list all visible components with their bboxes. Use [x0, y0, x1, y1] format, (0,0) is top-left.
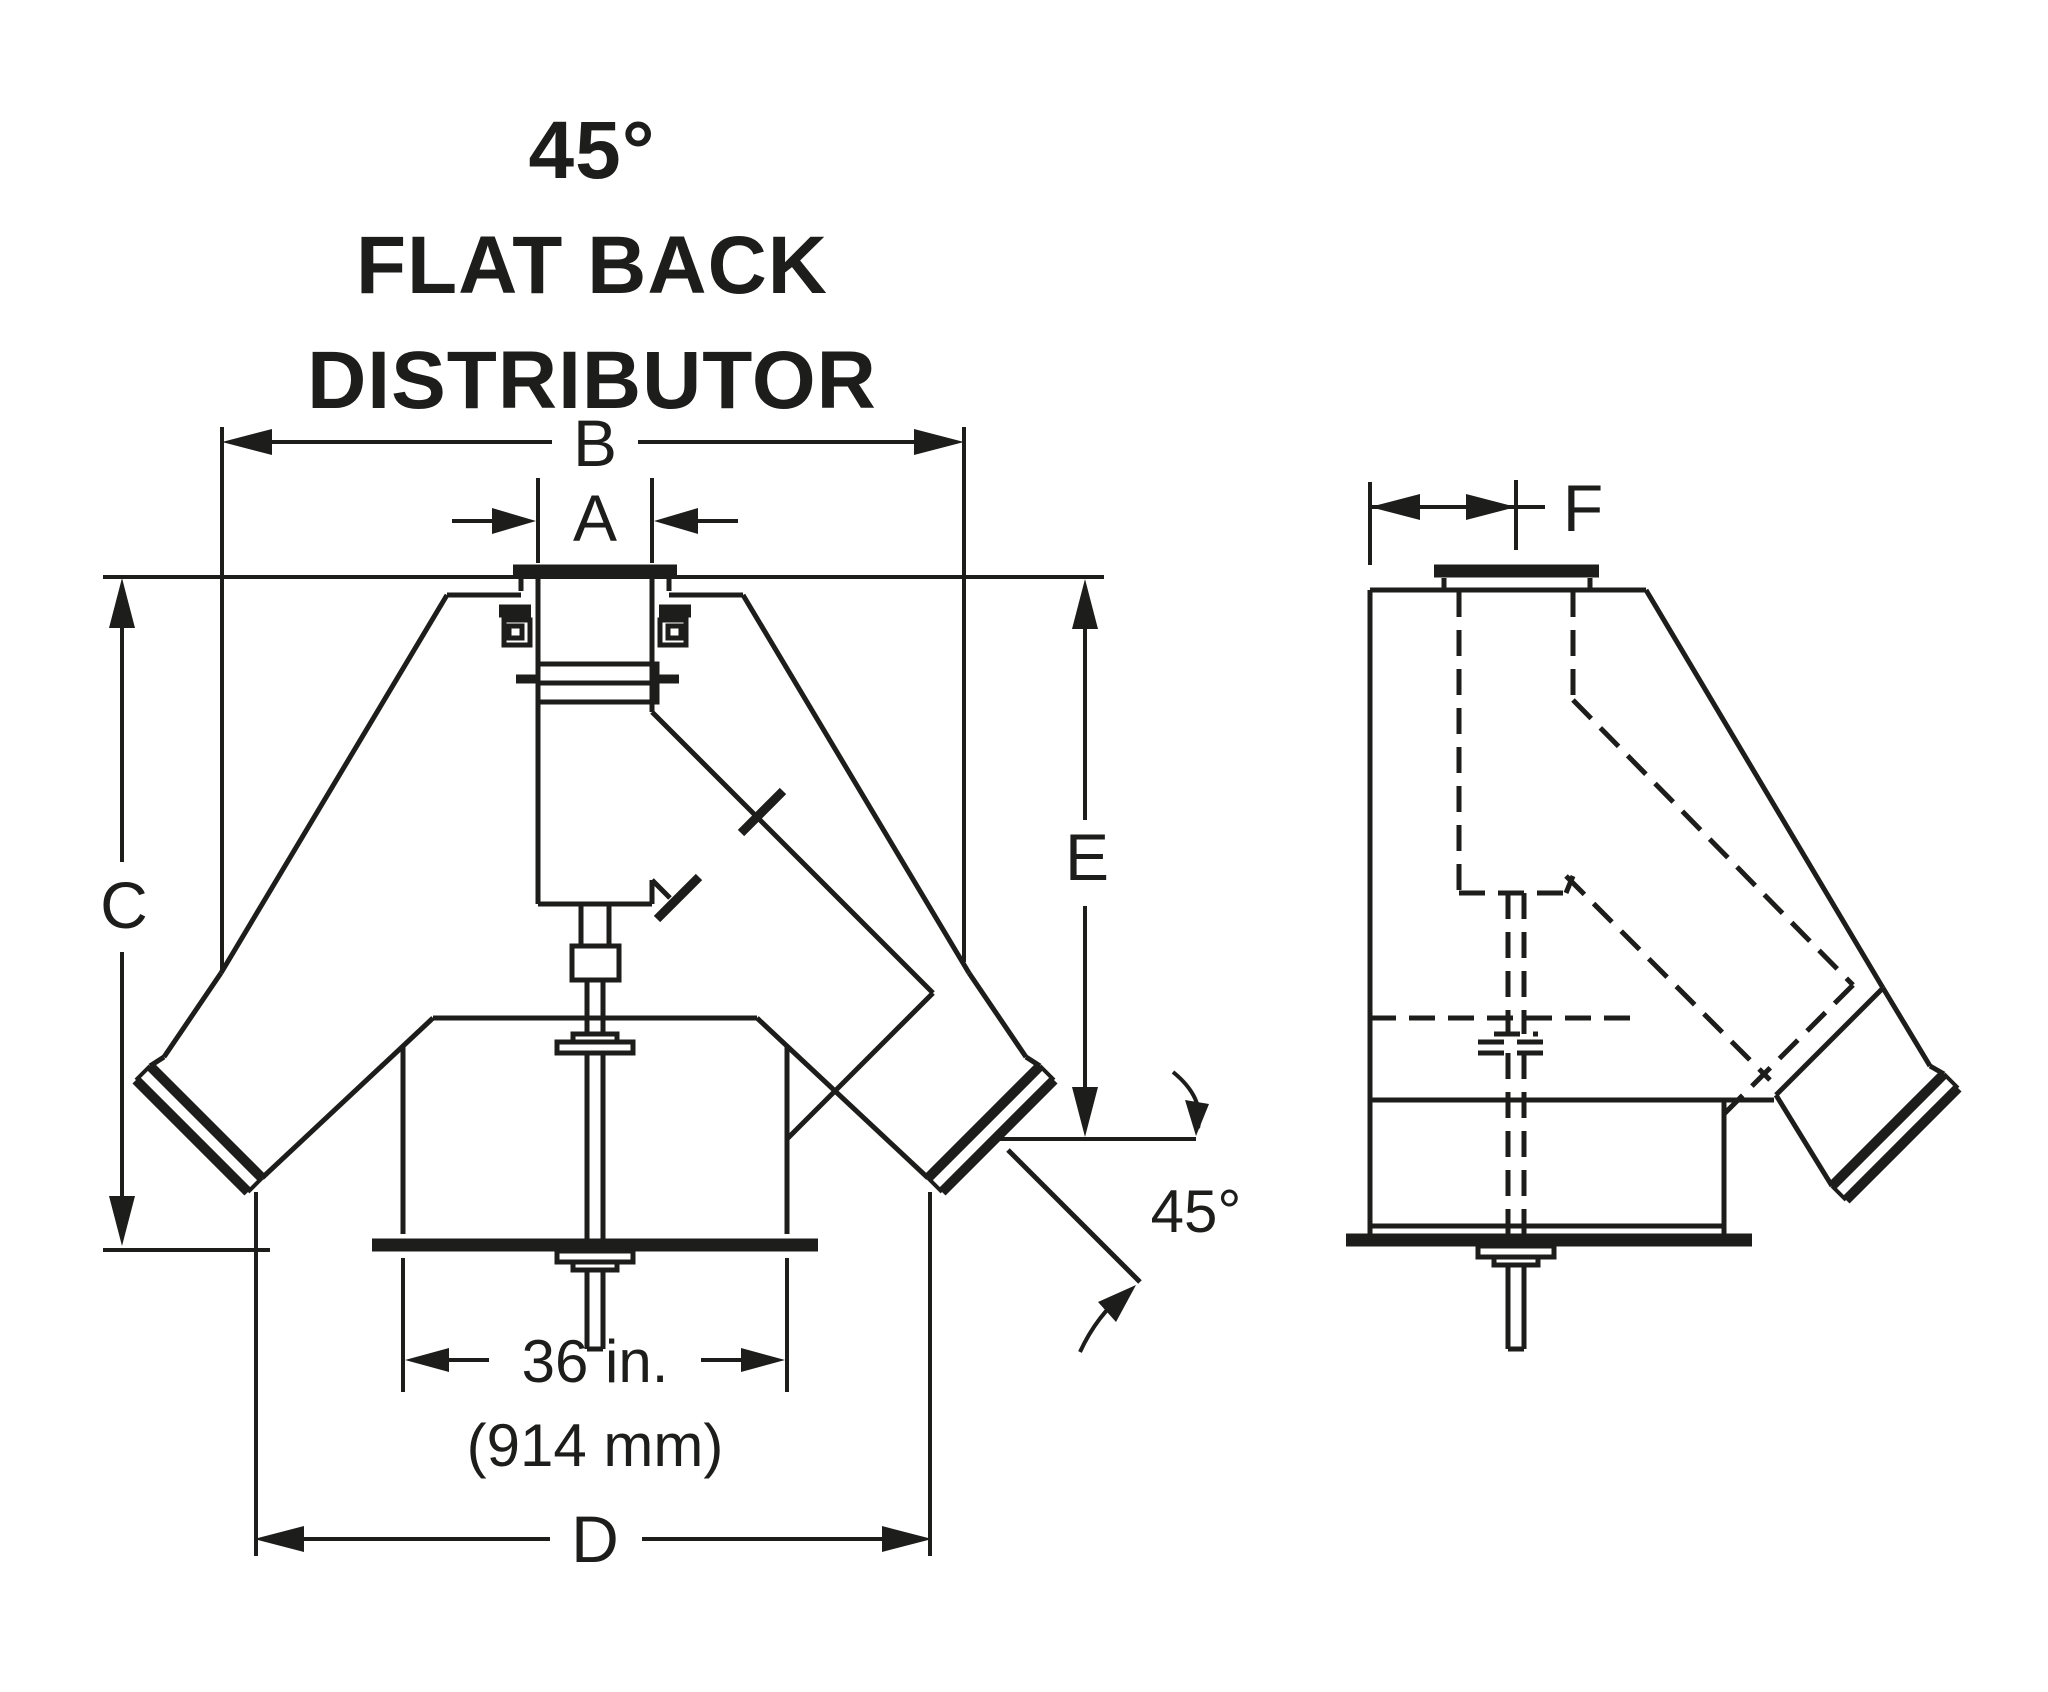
body-wall-left: [218, 593, 450, 975]
dim-label-d: D: [571, 1502, 619, 1576]
coupling-disc: [554, 1039, 636, 1056]
clamp-body: [657, 617, 689, 648]
label-width-in: 36 in.: [522, 1328, 669, 1395]
clamp-hole: [506, 623, 525, 641]
arrowhead-right: [741, 1348, 785, 1372]
dim-label-a: A: [573, 481, 617, 555]
arrowhead-right: [882, 1526, 932, 1552]
body-shell: [218, 592, 972, 1141]
arrowhead-up-right: [1098, 1285, 1136, 1322]
plate-nub: [134, 1064, 152, 1082]
arrowhead-left: [222, 429, 272, 455]
body-slope: [1643, 588, 1886, 990]
outlet-right: [755, 971, 1058, 1196]
chute-edge: [650, 710, 935, 995]
plate-nub: [1942, 1072, 1960, 1090]
dimension-e: E: [992, 579, 1196, 1141]
arrowhead-left: [405, 1348, 449, 1372]
dim-label-e: E: [1065, 820, 1109, 894]
stub-inner-wall: [260, 1016, 435, 1180]
angle-ray: [1006, 1148, 1142, 1284]
dim-label-c: C: [100, 868, 148, 942]
side-hidden-lines: [1370, 591, 1855, 1238]
flange-plate: [938, 1076, 1058, 1196]
flange-plate: [132, 1076, 252, 1196]
body-wall-right: [740, 593, 972, 975]
title-block: 45° FLAT BACK DISTRIBUTOR: [307, 105, 877, 426]
shaft-assembly: [554, 904, 636, 1352]
joint-band: [535, 661, 660, 686]
break-tick: [653, 873, 703, 923]
hidden-chute-upper: [1571, 698, 1855, 987]
arrowhead-down: [109, 1196, 135, 1246]
stub-outer-wall: [161, 971, 224, 1059]
clamp-body: [501, 617, 533, 648]
bearing-block: [569, 943, 622, 983]
dim-label-b: B: [573, 406, 617, 480]
arrowhead-right: [1466, 494, 1516, 520]
arrowhead-up: [1072, 579, 1098, 629]
front-view: B A C E: [100, 406, 1241, 1576]
mouth-face: [1774, 986, 1885, 1097]
dimension-f: F: [1368, 471, 1603, 565]
title-line3: DISTRIBUTOR: [307, 335, 877, 426]
angle-label: 45°: [1151, 1178, 1242, 1245]
plate-nub: [246, 1176, 264, 1194]
coupling-step: [570, 1259, 620, 1273]
coupling-step: [1491, 1254, 1541, 1268]
dimension-d: D: [254, 1192, 932, 1576]
dimension-b: B: [220, 406, 966, 970]
stub-outer-wall: [1880, 986, 1933, 1068]
side-outlet: [1773, 986, 1962, 1204]
plate-nub: [926, 1176, 944, 1194]
lower-box: [372, 1015, 818, 1252]
dimension-c: C: [100, 578, 270, 1252]
title-line2: FLAT BACK: [356, 220, 828, 311]
flange-plate: [924, 1062, 1044, 1182]
break-tick: [737, 787, 787, 837]
arrowhead-right: [492, 508, 536, 534]
plate-nub: [1038, 1064, 1056, 1082]
side-shaft-bottom: [1475, 1243, 1557, 1352]
outlet-left: [132, 971, 435, 1196]
side-body: [1346, 587, 1886, 1247]
dim-label-f: F: [1563, 471, 1603, 545]
stub-inner-wall: [755, 1016, 930, 1180]
flange-plate: [1828, 1070, 1948, 1190]
dimension-36in: 36 in. (914 mm): [401, 1258, 789, 1479]
flange-plate: [146, 1062, 266, 1182]
arrowhead-left: [254, 1526, 304, 1552]
notch-flap: [650, 878, 672, 900]
flange-plate: [1842, 1084, 1962, 1204]
arrowhead-left: [654, 508, 698, 534]
stub-outer-wall: [966, 971, 1029, 1059]
chute-valley: [785, 991, 935, 1141]
arrowhead-right: [914, 429, 964, 455]
hidden-chute-lower: [1564, 874, 1772, 1082]
angle-annotation: 45°: [1006, 1070, 1242, 1353]
dimension-a: A: [452, 478, 738, 563]
side-view: F: [1346, 471, 1962, 1352]
arrowhead-left: [1370, 494, 1420, 520]
arrowhead-down: [1072, 1087, 1098, 1137]
stub-lower-wall: [1773, 1093, 1835, 1188]
clamp-hole: [665, 623, 684, 641]
joint-band: [535, 680, 660, 705]
label-width-mm: (914 mm): [467, 1412, 724, 1479]
plate-nub: [1830, 1184, 1848, 1202]
inlet-assembly: [499, 564, 691, 907]
title-angle: 45°: [528, 105, 655, 196]
hidden-mouth: [1722, 983, 1855, 1116]
arrowhead-up: [109, 578, 135, 628]
arrowhead-down: [1185, 1100, 1209, 1136]
